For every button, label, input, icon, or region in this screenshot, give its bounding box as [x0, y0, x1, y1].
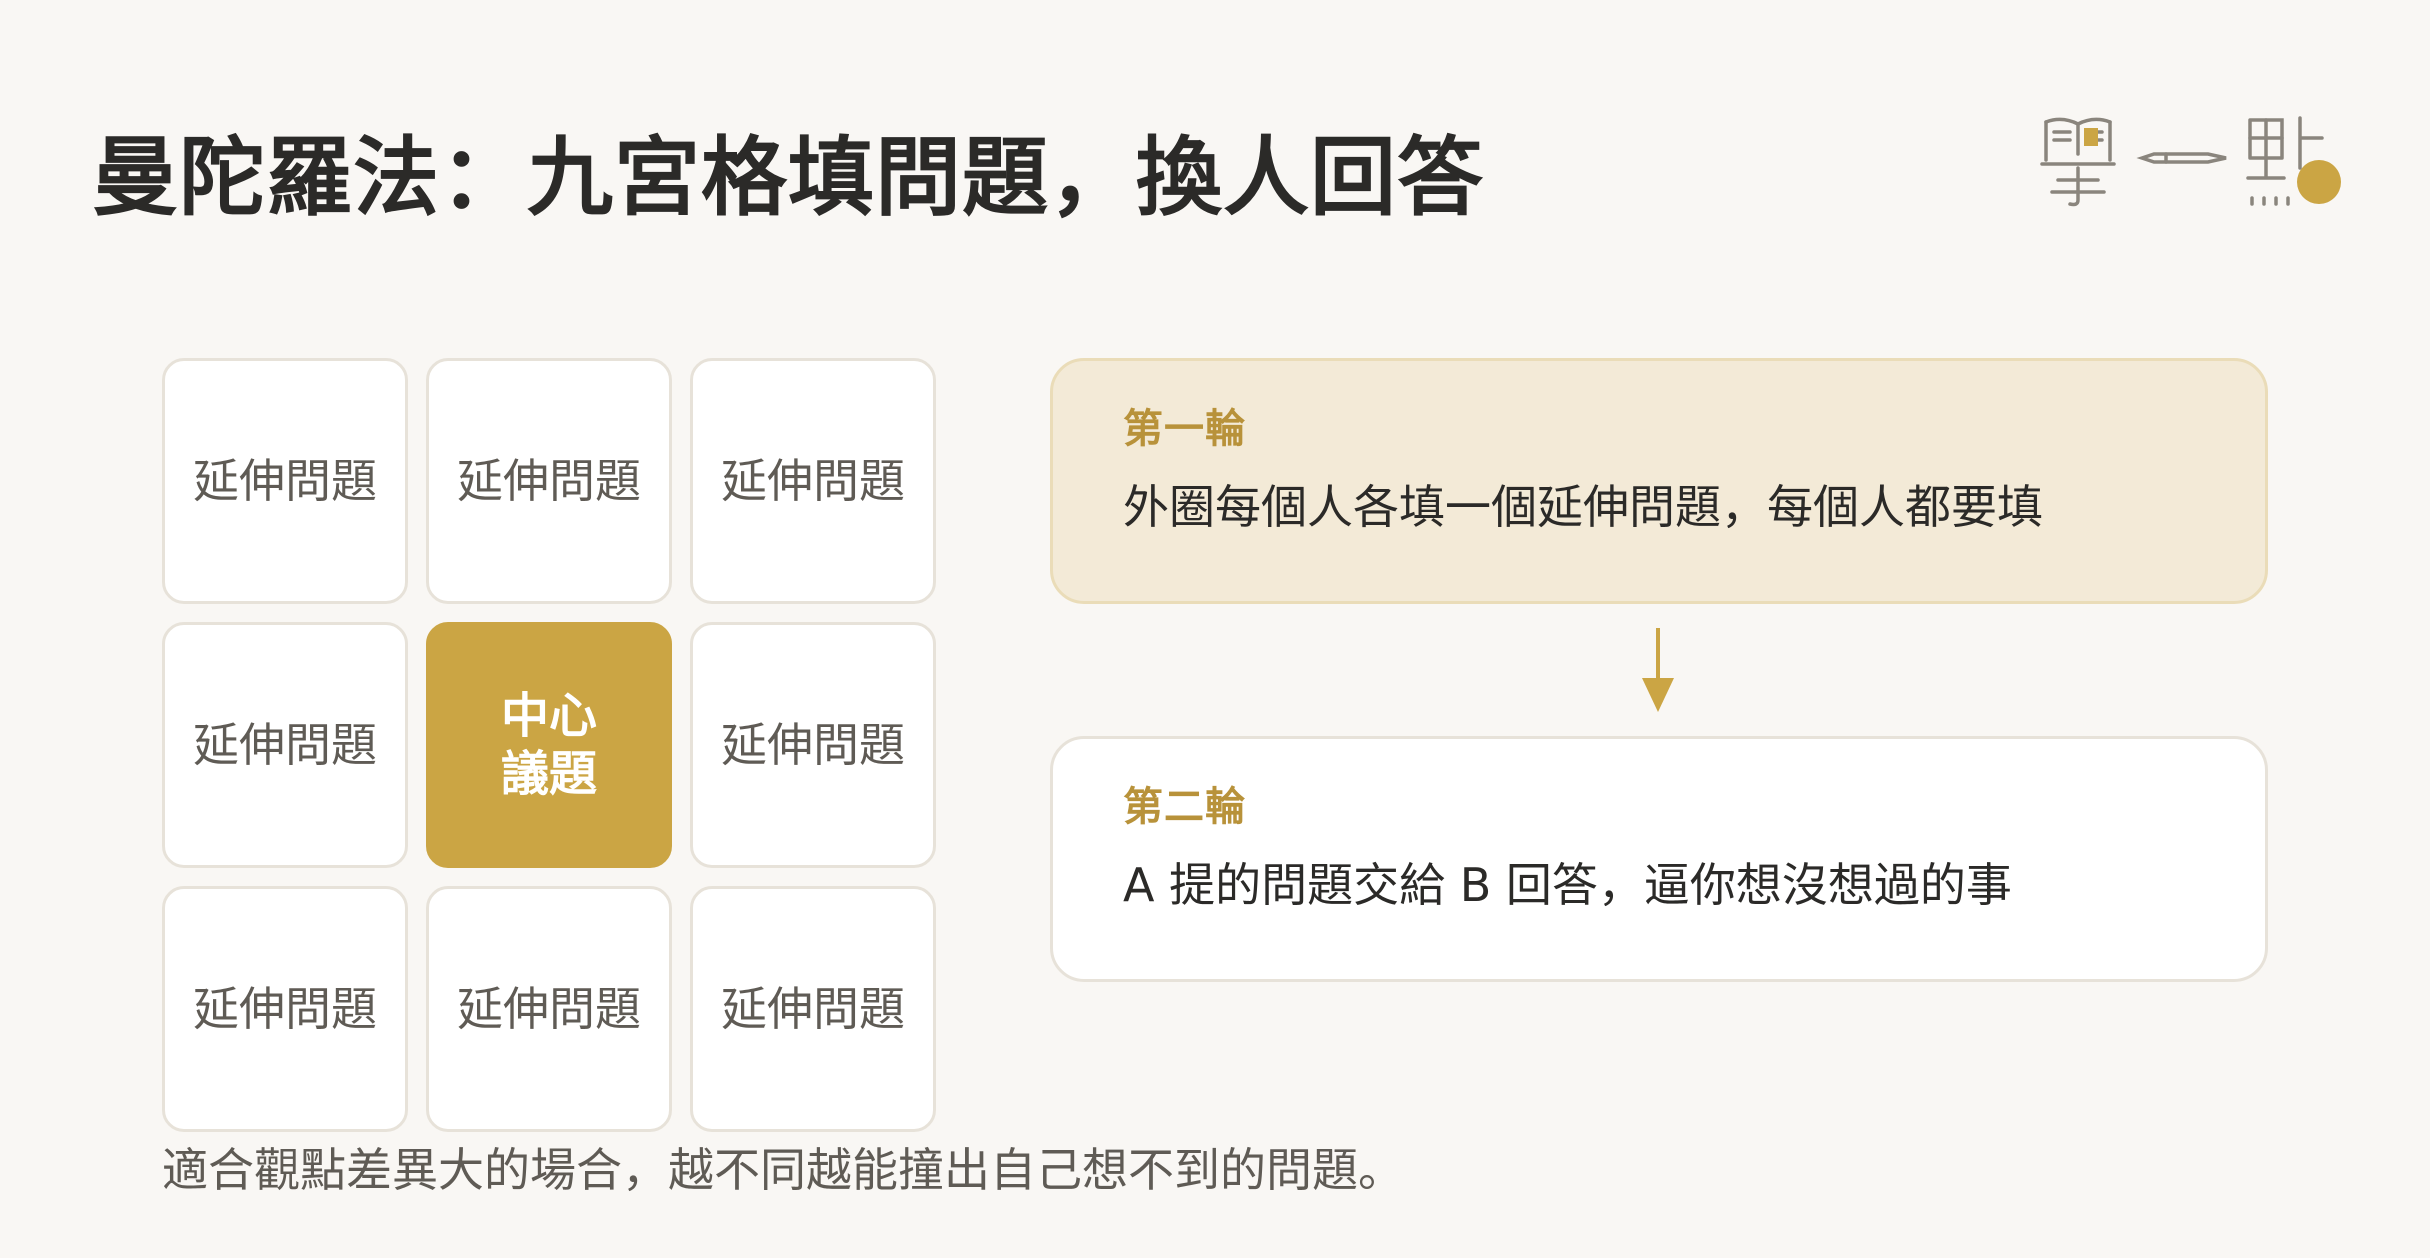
extension-question-cell: 延伸問題: [426, 886, 672, 1132]
round-one-description: 外圈每個人各填一個延伸問題，每個人都要填: [1123, 480, 2043, 534]
round-two-label: 第二輪: [1123, 784, 1246, 830]
arrow-down-icon: [1642, 628, 1674, 712]
extension-question-cell: 延伸問題: [426, 358, 672, 604]
xue-yi-dian-logo-icon: [2040, 116, 2341, 207]
mandala-grid: 延伸問題 延伸問題 延伸問題 延伸問題 中心 議題 延伸問題 延伸問題 延伸問題…: [162, 358, 936, 1132]
extension-question-cell: 延伸問題: [690, 358, 936, 604]
extension-question-cell: 延伸問題: [162, 622, 408, 868]
center-topic-cell: 中心 議題: [426, 622, 672, 868]
page-title: 曼陀羅法：九宮格填問題，換人回答: [92, 128, 1484, 228]
extension-question-cell: 延伸問題: [690, 622, 936, 868]
round-two-description: A 提的問題交給 B 回答，逼你想沒想過的事: [1123, 858, 2012, 912]
footnote-text: 適合觀點差異大的場合，越不同越能撞出自己想不到的問題。: [162, 1143, 1404, 1197]
center-topic-label: 中心 議題: [500, 688, 597, 802]
extension-question-cell: 延伸問題: [690, 886, 936, 1132]
extension-question-cell: 延伸問題: [162, 358, 408, 604]
round-one-card: 第一輪 外圈每個人各填一個延伸問題，每個人都要填: [1050, 358, 2268, 604]
round-two-card: 第二輪 A 提的問題交給 B 回答，逼你想沒想過的事: [1050, 736, 2268, 982]
extension-question-cell: 延伸問題: [162, 886, 408, 1132]
round-one-label: 第一輪: [1123, 406, 1246, 452]
